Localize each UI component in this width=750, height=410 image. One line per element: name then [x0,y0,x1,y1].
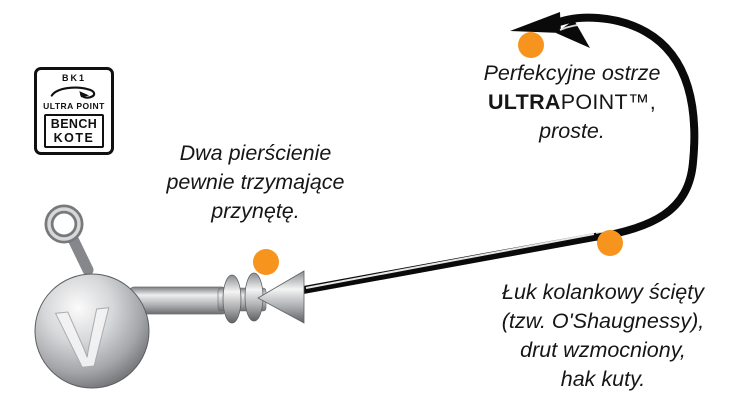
brand-ultra: ULTRA [487,90,561,114]
annotation-point-line: proste. [539,119,605,143]
annotation-hook-point: Perfekcyjne ostrze ULTRAPOINT™, proste. [452,59,692,146]
keeper-collar [129,270,305,324]
badge-bench-kote-box: BENCH KOTE [44,114,104,148]
annotation-keeper-line: Dwa pierścienie [179,141,332,165]
annotation-point-line: Perfekcyjne ostrze [483,61,661,85]
annotation-point-brand-line: ULTRAPOINT™, [452,88,692,117]
annotation-bend-line: Łuk kolankowy ścięty [502,280,704,304]
annotation-bend-line: (tzw. O'Shaugnessy), [501,309,705,333]
jig-v-logo: V [53,291,117,387]
badge-bk1-label: BK1 [61,73,86,83]
jig-ball-head: V [34,273,150,389]
eyelet [44,204,94,276]
annotation-bend-line: hak kuty. [560,367,646,391]
badge-kote-label: KOTE [53,131,95,145]
marker-dot-bend [597,230,623,256]
hook-wire [294,12,699,295]
annotation-bend-line: drut wzmocniony, [520,338,686,362]
annotation-keeper-line: pewnie trzymające [166,170,345,194]
annotation-hook-bend: Łuk kolankowy ścięty (tzw. O'Shaugnessy)… [458,278,748,394]
badge-bench-label: BENCH [50,117,98,131]
marker-dot-hook-point [518,32,544,58]
brand-badge: BK1 ULTRA POINT BENCH KOTE [34,67,114,155]
marker-dot-keeper [253,249,279,275]
annotation-keeper: Dwa pierścienie pewnie trzymające przynę… [133,139,378,226]
hook-icon [50,86,96,99]
brand-point: POINT™, [560,90,657,114]
badge-ultra-point-label: ULTRA POINT [43,101,105,111]
annotation-keeper-line: przynętę. [211,199,300,223]
